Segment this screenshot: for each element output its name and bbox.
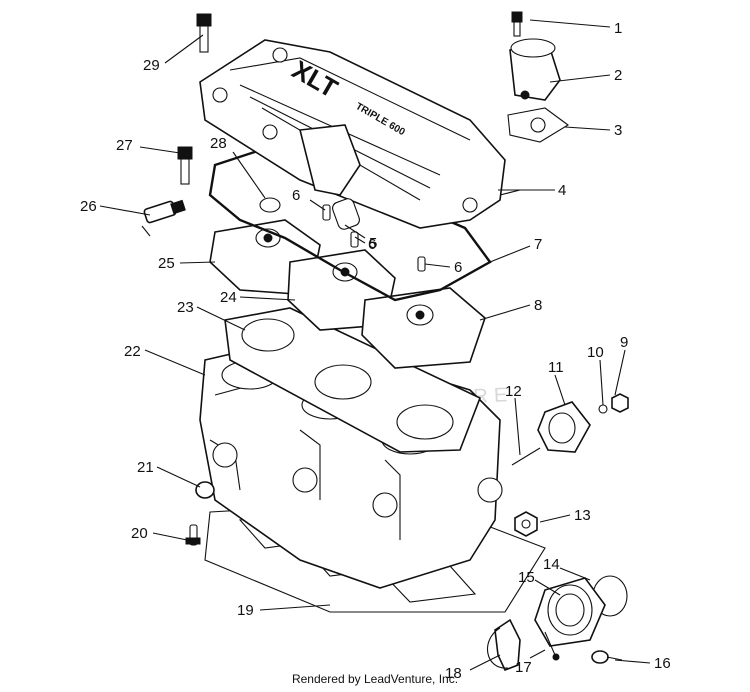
bolt-part-1	[511, 11, 523, 37]
callout-13: 13	[574, 507, 591, 524]
thermostat-housing	[299, 124, 361, 230]
drain-fitting	[185, 524, 201, 546]
callout-9: 9	[620, 334, 628, 351]
callout-26: 26	[80, 198, 97, 215]
callout-19: 19	[237, 602, 254, 619]
hose-clamp	[486, 618, 521, 672]
callout-10: 10	[587, 344, 604, 361]
callout-23: 23	[177, 299, 194, 316]
footer-credit: Rendered by LeadVenture, Inc.	[291, 672, 459, 686]
callout-27: 27	[116, 137, 133, 154]
callout-6c: 6	[454, 259, 462, 276]
callout-labels: 1 2 3 4 5 6 6 6 7 8 9 10 11 12 13 14 15 …	[80, 20, 671, 682]
dowel-pin	[417, 256, 426, 272]
callout-17: 17	[515, 659, 532, 676]
callout-24: 24	[220, 289, 237, 306]
dowel-pin	[350, 231, 359, 248]
plug-part-21	[195, 481, 215, 499]
callout-21: 21	[137, 459, 154, 476]
callout-29: 29	[143, 57, 160, 74]
bolt-part-29	[196, 13, 212, 53]
head-gasket	[224, 307, 482, 453]
callout-15: 15	[518, 569, 535, 586]
callout-1: 1	[614, 20, 622, 37]
exhaust-adapter	[534, 577, 606, 647]
callout-6b: 6	[368, 236, 376, 253]
callout-22: 22	[124, 343, 141, 360]
callout-20: 20	[131, 525, 148, 542]
temperature-sensor	[141, 199, 186, 237]
leader-lines	[99, 19, 651, 671]
outlet-elbow	[509, 38, 561, 101]
callout-4: 4	[558, 182, 566, 199]
screw-part-17	[544, 631, 556, 656]
washer-part-10	[598, 404, 608, 414]
callout-3: 3	[614, 122, 622, 139]
callout-14: 14	[543, 556, 560, 573]
oring-part-28	[259, 197, 281, 213]
callout-12: 12	[505, 383, 522, 400]
callout-2: 2	[614, 67, 622, 84]
screw-part-16	[591, 650, 623, 664]
callout-28: 28	[210, 135, 227, 152]
exhaust-flange	[537, 401, 591, 453]
valve-cover	[199, 39, 506, 229]
nut-part-9	[611, 393, 629, 413]
cylinder-head-section-8	[361, 287, 486, 369]
dowel-pin	[322, 204, 331, 221]
callout-7: 7	[534, 236, 542, 253]
stud-part-12	[511, 447, 541, 466]
callout-16: 16	[654, 655, 671, 672]
callout-5: 5	[369, 235, 377, 252]
callout-18: 18	[445, 665, 462, 682]
bolt-part-27	[177, 146, 193, 185]
callout-8: 8	[534, 297, 542, 314]
callout-25: 25	[158, 255, 175, 272]
callout-6a: 6	[292, 187, 300, 204]
callout-11: 11	[548, 359, 564, 376]
